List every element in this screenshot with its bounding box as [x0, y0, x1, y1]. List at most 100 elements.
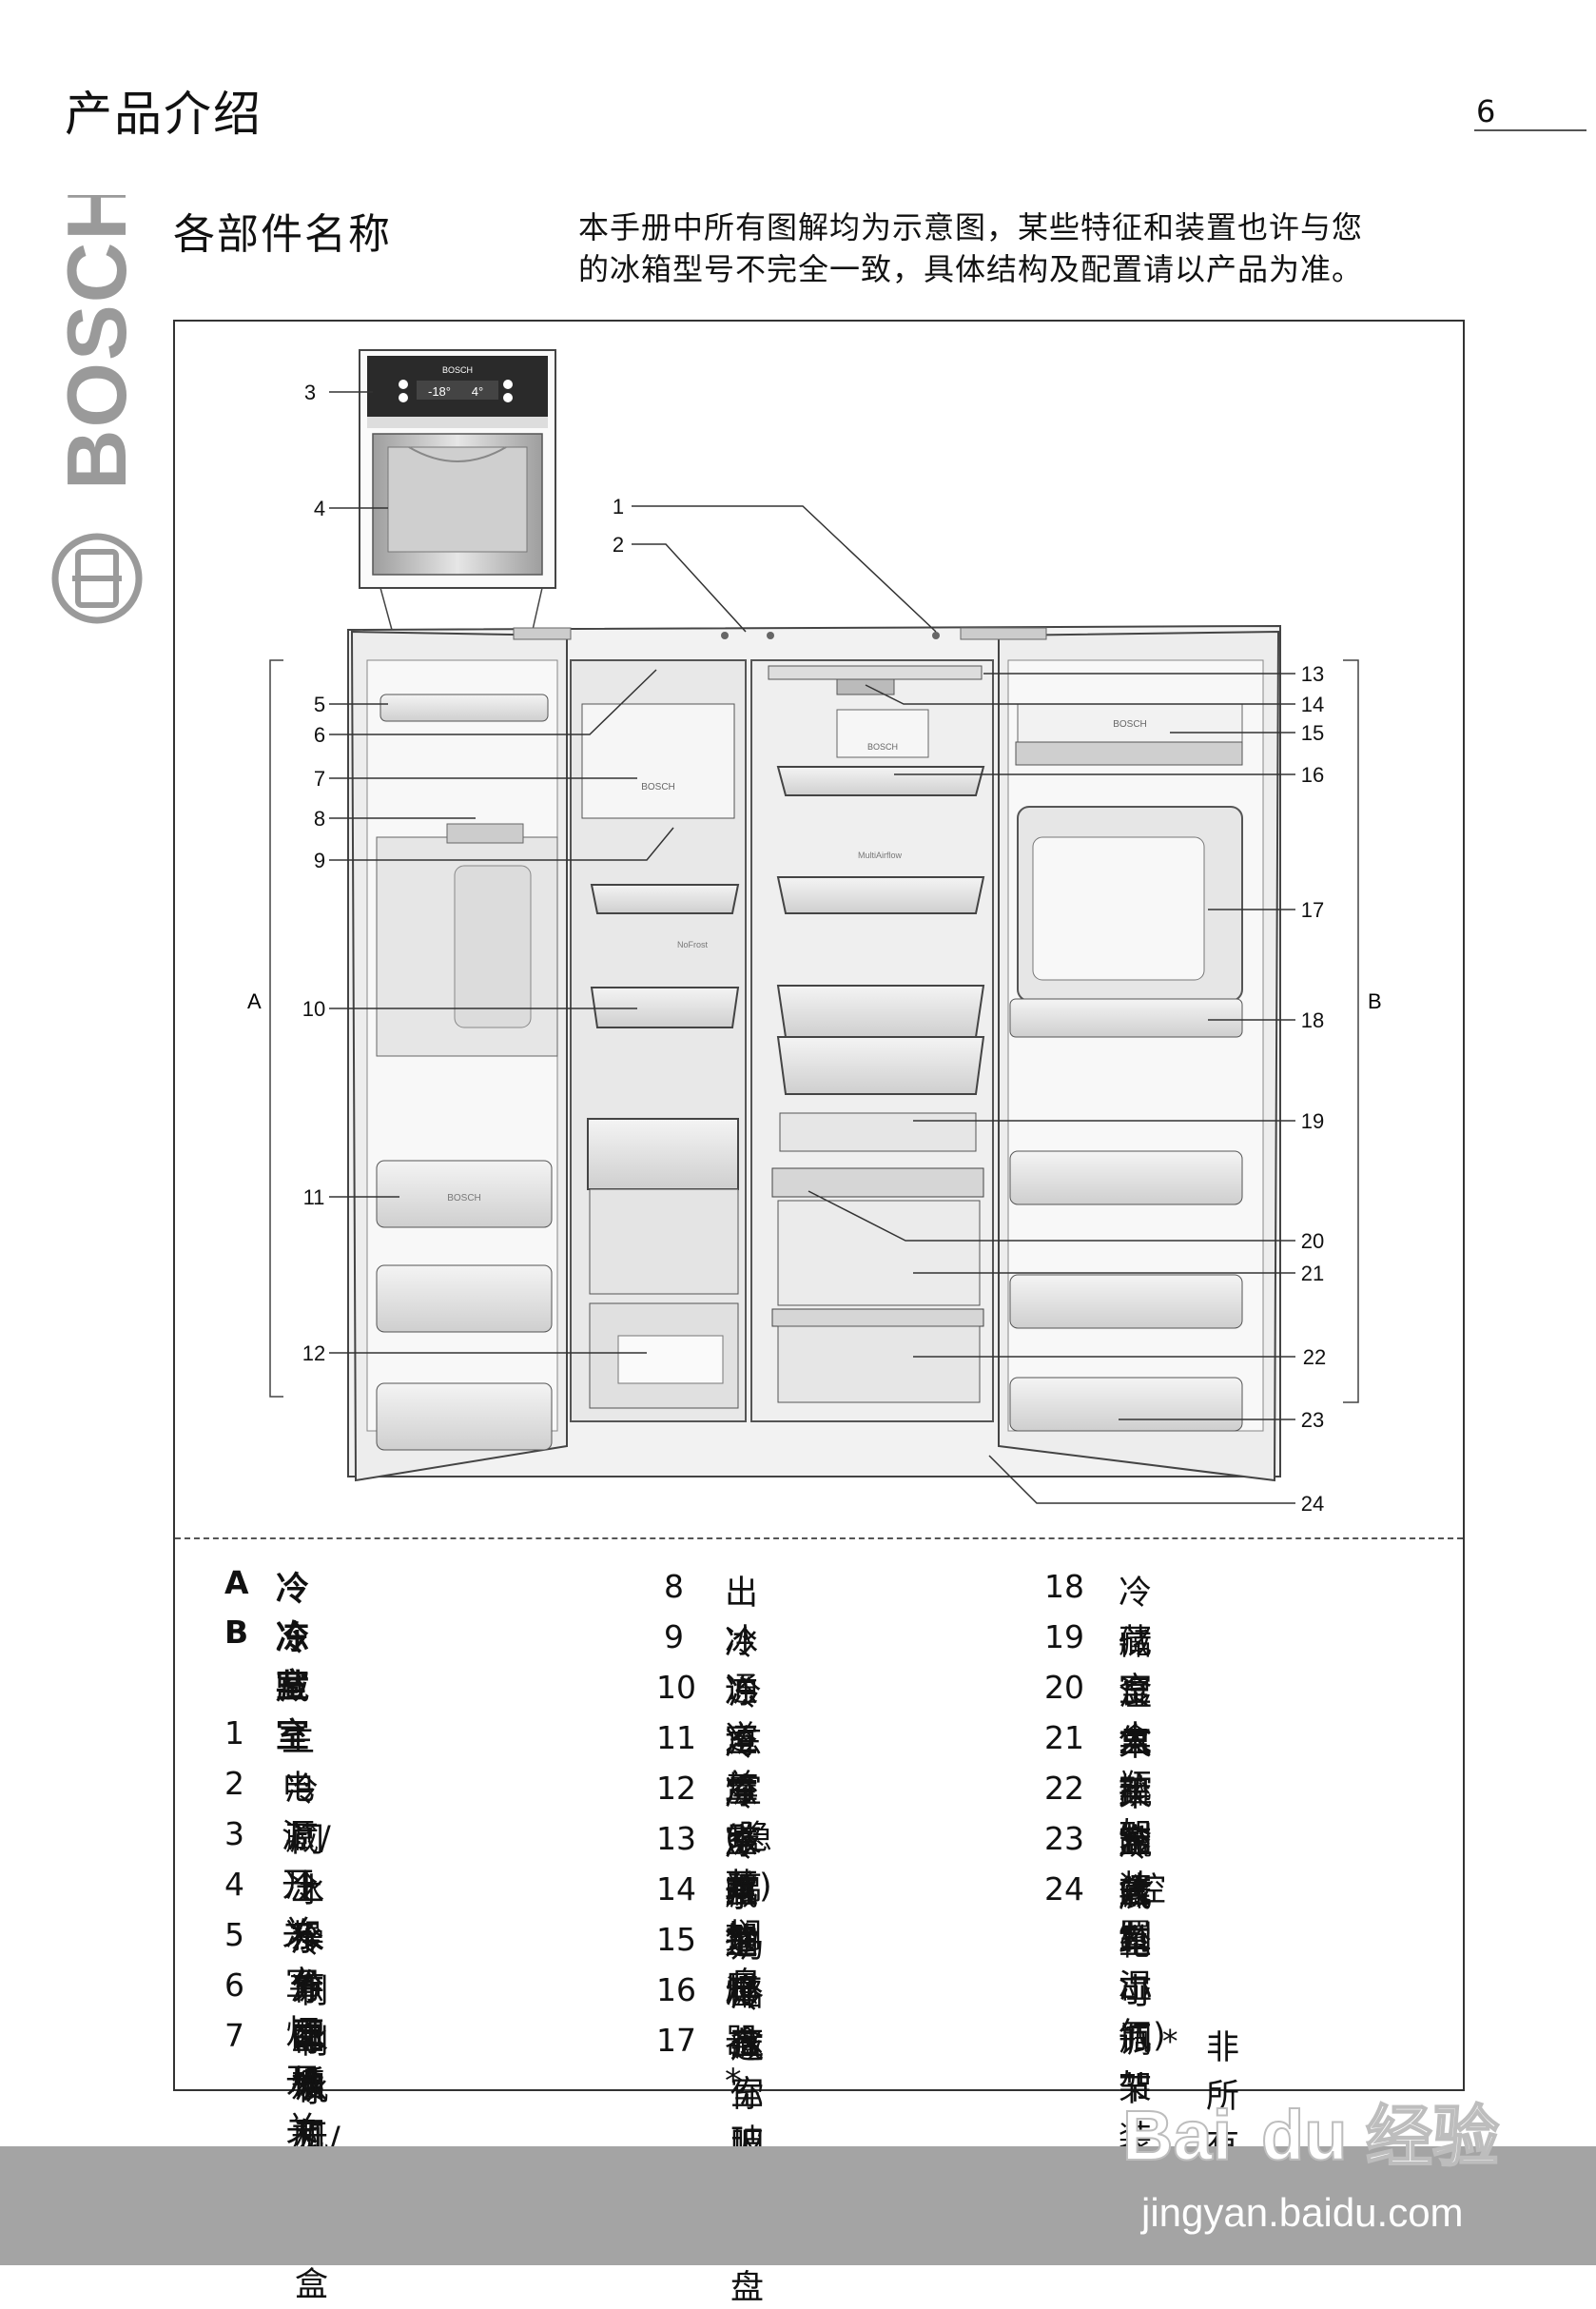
legend-item-num: 3 — [224, 1815, 244, 1852]
control-panel-inset: BOSCH -18° 4° — [359, 349, 556, 589]
legend-item-label: 水过滤器 * — [725, 1877, 760, 2101]
callout-18: 18 — [1301, 1008, 1324, 1032]
callout-12: 12 — [302, 1341, 325, 1365]
freezer-door-bins: BOSCH — [376, 694, 558, 1451]
fridge-door-bins: BOSCH — [1009, 703, 1243, 1432]
nofrost-label: NoFrost — [677, 940, 709, 949]
callout-2: 2 — [613, 533, 624, 557]
callout-17: 17 — [1301, 898, 1324, 922]
legend-item-label: 门上操作面板 — [291, 1822, 326, 2103]
callout-1: 1 — [613, 495, 624, 519]
brand-wordmark-vertical: BOSCH — [55, 195, 141, 490]
legend-item-label: 主电源开关 — [282, 1721, 317, 1953]
legend-zone-a-key: A — [224, 1564, 249, 1601]
callout-6: 6 — [314, 723, 325, 747]
watermark-url: jingyan.baidu.com — [1139, 2190, 1464, 2235]
figure-dashed-divider — [175, 1537, 1463, 1539]
legend-item-label: 奶酪盒 — [730, 1927, 766, 2063]
intro-text-line-2: 的冰箱型号不完全一致，具体结构及配置请以产品为准。 — [578, 251, 1364, 287]
door-shelf-brand: BOSCH — [447, 1193, 481, 1203]
legend-item-num: 16 — [656, 1971, 696, 2008]
footer-band — [0, 2146, 1596, 2265]
legend-item-num: 1 — [224, 1714, 244, 1751]
legend-item-label: 果蔬盒(控制湿气) — [1119, 1726, 1167, 2055]
icemaker-brand: BOSCH — [641, 782, 675, 792]
dairy-brand: BOSCH — [1113, 719, 1147, 730]
legend-item-num: 13 — [656, 1820, 696, 1857]
callout-numbers: 3 4 1 2 5 6 7 8 9 10 11 12 13 14 15 16 1… — [302, 381, 1326, 1516]
callout-10: 10 — [302, 997, 325, 1021]
callout-4: 4 — [314, 497, 325, 520]
callout-7: 7 — [314, 767, 325, 791]
page-title: 产品介绍 — [65, 87, 263, 142]
legend-item-num: 12 — [656, 1770, 696, 1807]
legend-item-label: 冷藏室大瓶架 — [1119, 1575, 1154, 1855]
brand-wordmark-text: BOSCH — [55, 195, 141, 490]
watermark-text-1: Bai — [1122, 2096, 1232, 2175]
legend-item-num: 21 — [1044, 1719, 1084, 1756]
legend-item-num: 9 — [664, 1618, 684, 1655]
legend-item-label: 冰水分配槽 — [291, 1872, 326, 2104]
legend-zone-a-label: 冷冻室 — [276, 1571, 311, 1706]
callout-5: 5 — [314, 693, 325, 716]
legend-item-num: 18 — [1044, 1568, 1084, 1605]
watermark-text-2: du — [1261, 2096, 1347, 2175]
legend-item-label: 冷冻室瓶架 — [725, 1726, 760, 1958]
callout-23: 23 — [1301, 1408, 1324, 1432]
legend-item-label: 湿气控制装置 — [1119, 1675, 1154, 1956]
legend-item-num: 6 — [224, 1967, 244, 2004]
callout-19: 19 — [1301, 1109, 1324, 1133]
legend-zone-b-key: B — [224, 1614, 249, 1651]
legend-zone-b-label: 冷藏室 — [276, 1620, 311, 1755]
page-number: 6 — [1476, 93, 1496, 129]
legend-item-num: 10 — [656, 1669, 696, 1706]
zone-b-label: B — [1368, 989, 1382, 1013]
legend-item-label: 冷冻室玻璃搁盘 — [729, 1675, 764, 2005]
callout-14: 14 — [1301, 693, 1324, 716]
legend-item-num: 19 — [1044, 1618, 1084, 1655]
legend-item-label: 冷藏室小瓶架 — [1119, 1827, 1154, 2107]
section-title: 各部件名称 — [173, 210, 392, 259]
legend-item-label: 冷藏室灯 — [725, 1827, 760, 2010]
callout-9: 9 — [314, 849, 325, 872]
panel-temp-fridge: 4° — [472, 384, 483, 399]
legend-item-num: 4 — [224, 1866, 244, 1903]
fridge-brand: BOSCH — [867, 742, 898, 752]
refrigerator-diagram: BOSCH -18° 4° BOSCH — [247, 349, 1382, 1516]
legend-item-label: 冷冻室灯(隐藏) — [725, 1625, 773, 1906]
watermark-text-3: 经验 — [1366, 2100, 1499, 2174]
callout-3: 3 — [304, 381, 316, 404]
header-rule — [1474, 129, 1586, 131]
callout-24: 24 — [1301, 1492, 1324, 1516]
intro-text-line-1: 本手册中所有图解均为示意图，某些特征和装置也许与您 — [578, 209, 1364, 245]
legend-item-label: 出冰通道盖 — [725, 1575, 760, 1807]
legend-item-num: 17 — [656, 2022, 696, 2059]
legend-item-label: 储食盒 — [1119, 1625, 1154, 1760]
callout-20: 20 — [1301, 1229, 1324, 1253]
callout-8: 8 — [314, 807, 325, 831]
legend-item-num: 11 — [656, 1719, 696, 1756]
zone-a-bracket — [269, 659, 283, 1398]
callout-11: 11 — [303, 1185, 325, 1209]
legend-item-num: 2 — [224, 1765, 244, 1802]
leader-lines — [329, 391, 1295, 1504]
callout-16: 16 — [1301, 763, 1324, 787]
legend-item-num: 5 — [224, 1916, 244, 1953]
figure-frame — [173, 320, 1465, 2091]
legend-item-num: 15 — [656, 1921, 696, 1958]
legend-item-num: 20 — [1044, 1669, 1084, 1706]
legend-item-num: 23 — [1044, 1820, 1084, 1857]
footnote-mark: * — [1162, 2023, 1178, 2060]
legend-item-num: 14 — [656, 1870, 696, 1908]
multiairflow-label: MultiAirflow — [858, 851, 903, 860]
callout-13: 13 — [1301, 662, 1324, 686]
panel-brand: BOSCH — [442, 365, 473, 375]
fridge-interior: BOSCH MultiAirflow — [768, 665, 985, 1403]
freezer-interior: BOSCH NoFrost — [581, 703, 740, 1409]
legend-item-num: 24 — [1044, 1870, 1084, 1908]
legend-item-label: 冷藏/冷冻室灯开关 — [285, 1771, 332, 2149]
zone-b-bracket — [1343, 659, 1359, 1403]
legend-item-num: 7 — [224, 2017, 244, 2054]
legend-item-label: 冷冻室抽屉 — [725, 1776, 760, 2008]
callout-15: 15 — [1301, 721, 1324, 745]
